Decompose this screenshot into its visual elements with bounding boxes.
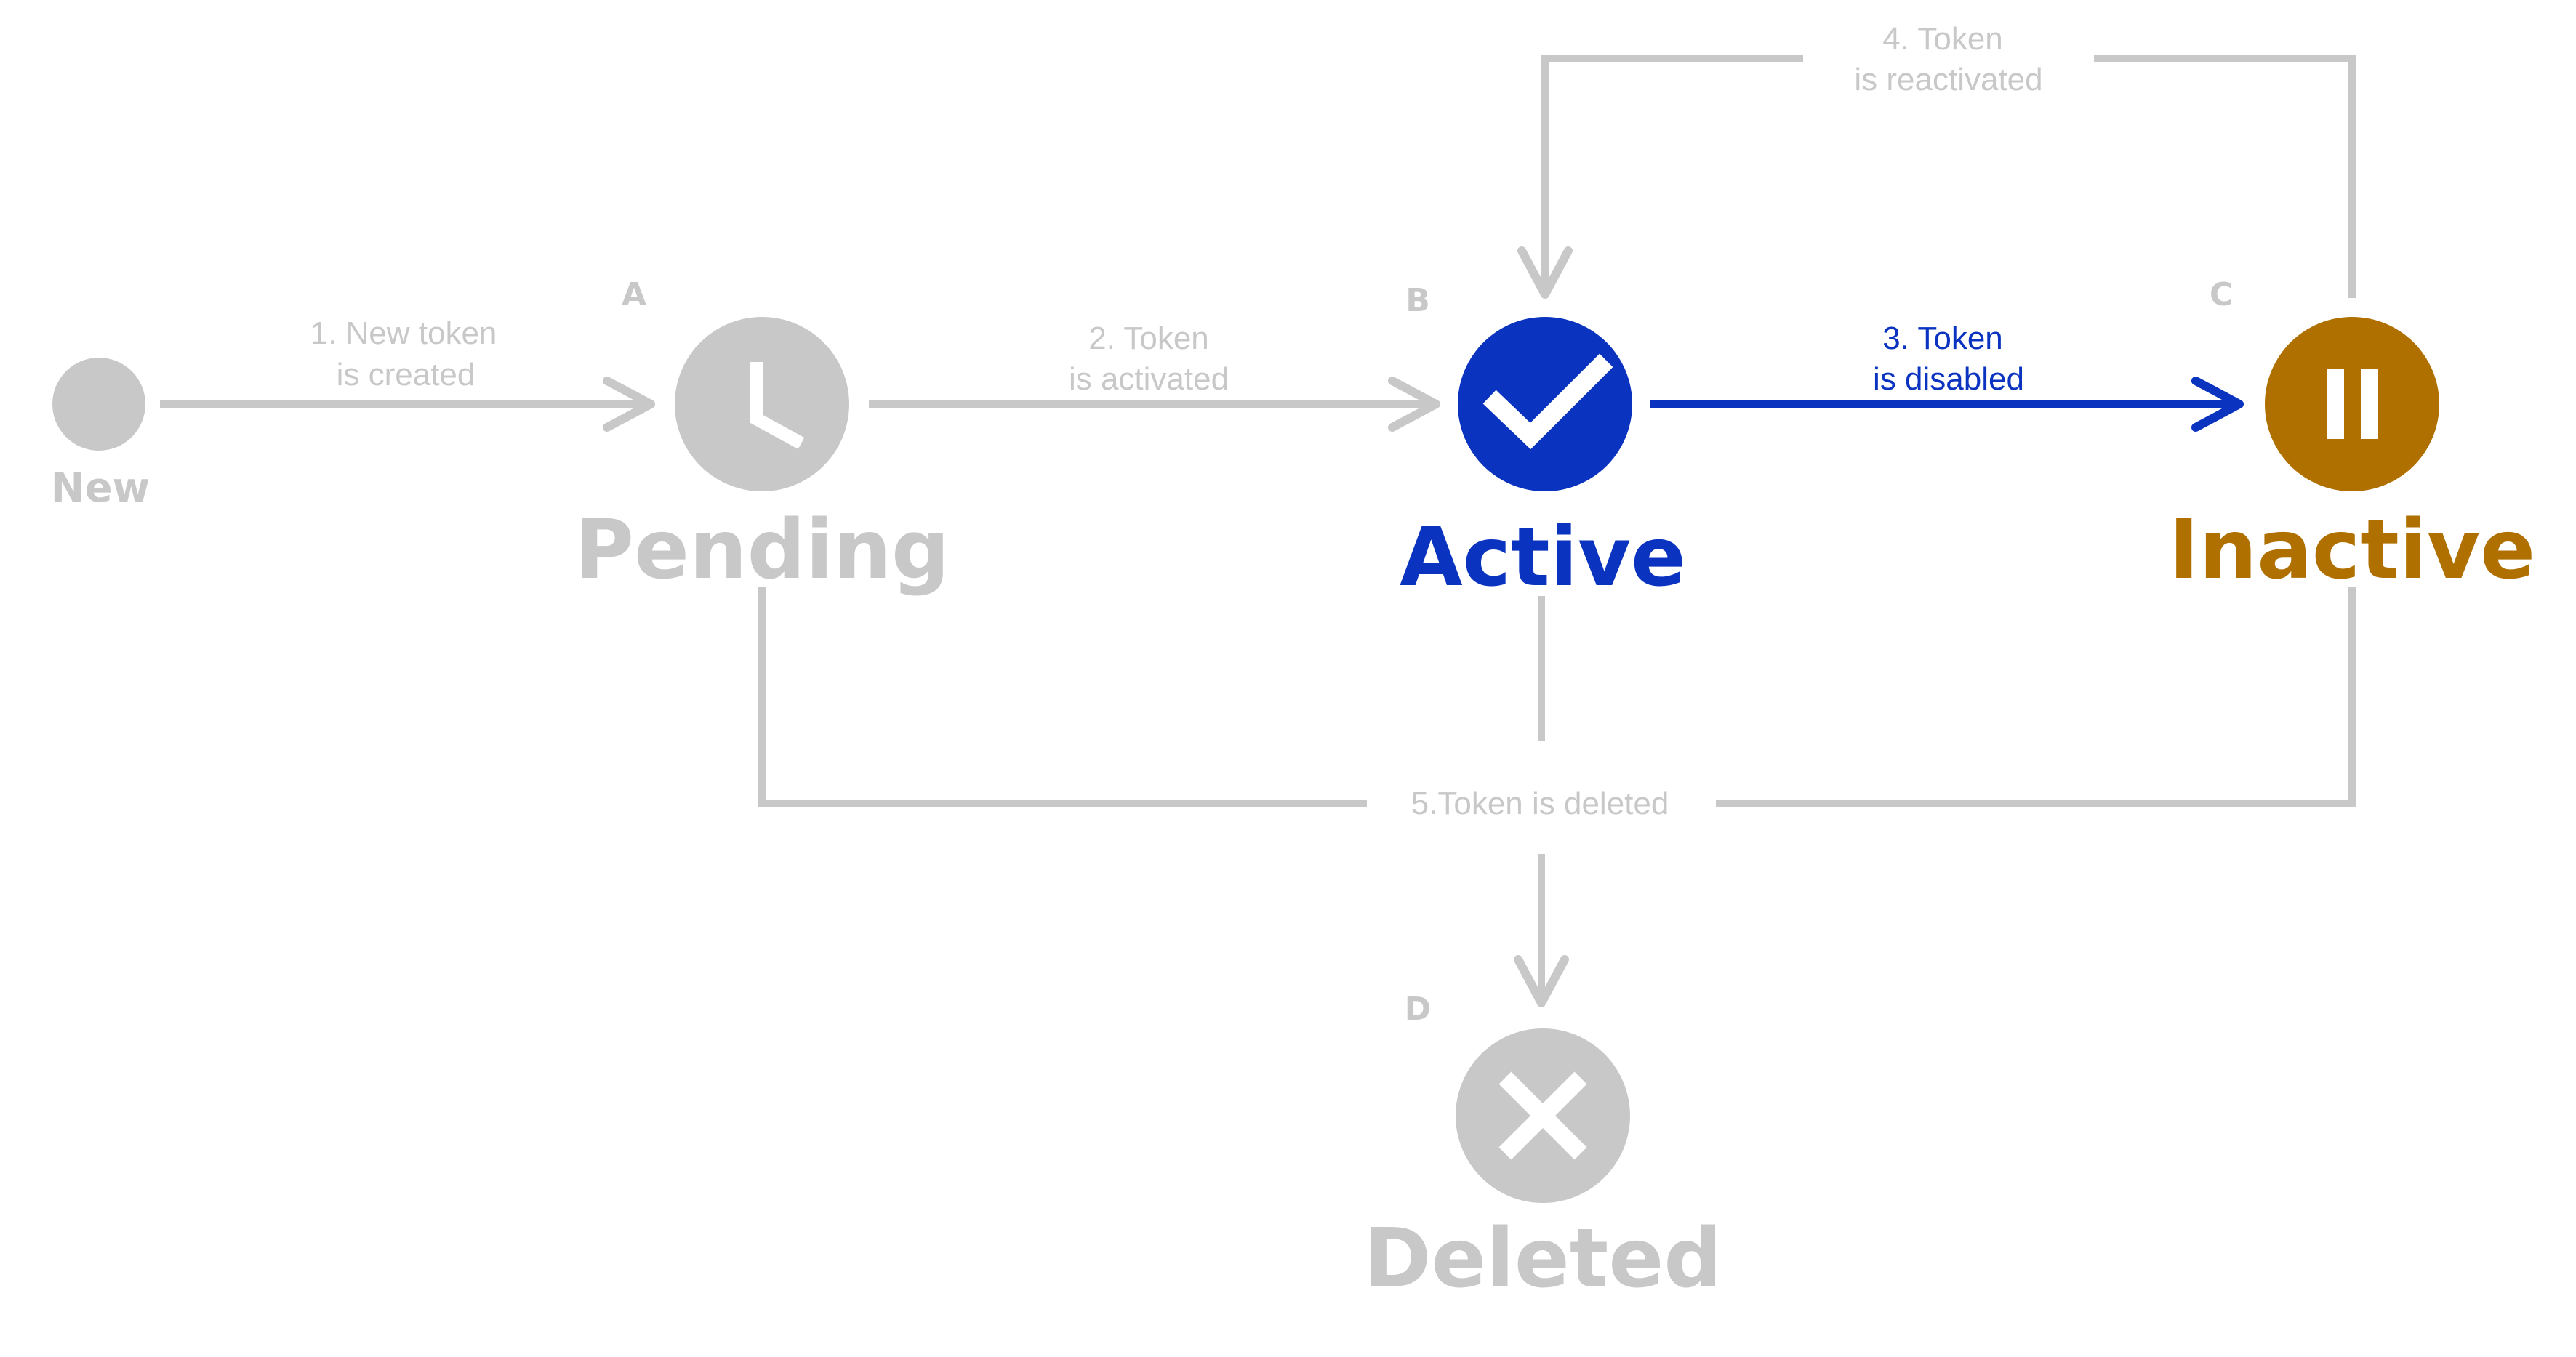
state-new: New	[51, 358, 151, 512]
state-deleted-name: Deleted	[1364, 1212, 1722, 1306]
state-inactive-letter: C	[2210, 276, 2233, 313]
inactive-circle	[2265, 317, 2439, 491]
transition-line-reactivated-right	[2094, 55, 2356, 298]
state-active: B Active	[1400, 282, 1686, 605]
checkmark-icon	[1482, 353, 1613, 450]
active-circle	[1458, 317, 1632, 491]
pause-icon	[2327, 369, 2378, 439]
transition-label-disabled-line1: 3. Token	[1882, 321, 2003, 356]
transition-arrow-reactivated-left	[1517, 55, 1803, 299]
transition-label-disabled-line2: is disabled	[1873, 361, 2024, 397]
transition-label-deleted: 5.Token is deleted	[1411, 786, 1669, 821]
transition-labels: 1. New token is created 2. Token is acti…	[310, 21, 2043, 821]
close-x-icon	[1498, 1071, 1587, 1160]
transition-line-deleted-left	[758, 587, 1367, 807]
state-pending-letter: A	[622, 276, 646, 313]
start-dot-icon	[52, 358, 145, 451]
state-active-name: Active	[1400, 510, 1686, 605]
transition-label-created-line1: 1. New token	[310, 315, 497, 351]
state-pending-name: Pending	[574, 503, 950, 597]
state-pending: A Pending	[574, 276, 950, 597]
transition-label-reactivated-line1: 4. Token	[1882, 21, 2003, 57]
state-new-name: New	[51, 464, 151, 512]
transition-label-reactivated-line2: is reactivated	[1854, 62, 2042, 97]
state-active-letter: B	[1405, 282, 1430, 319]
state-inactive-name: Inactive	[2169, 503, 2535, 597]
transition-label-created-line2: is created	[337, 357, 476, 392]
transition-line-deleted-right	[1716, 587, 2356, 807]
state-deleted: D Deleted	[1364, 991, 1722, 1306]
transition-label-activated-line1: 2. Token	[1088, 321, 1209, 356]
connectors	[160, 55, 2356, 1007]
transition-label-activated-line2: is activated	[1069, 361, 1229, 397]
clock-icon	[750, 362, 805, 449]
state-deleted-letter: D	[1405, 991, 1432, 1028]
state-inactive: C Inactive	[2169, 276, 2535, 597]
